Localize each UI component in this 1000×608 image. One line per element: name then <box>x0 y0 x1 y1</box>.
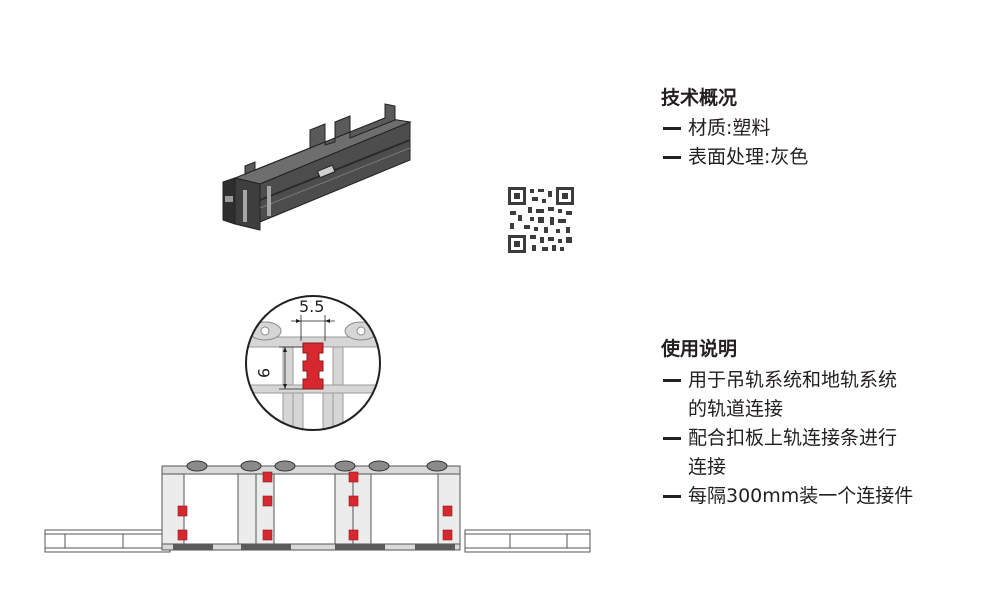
dash-bullet <box>663 495 681 498</box>
connector-detail-diagram <box>245 295 381 431</box>
dash-bullet <box>663 156 681 159</box>
width-dimension-label: 5.5 <box>299 297 325 316</box>
usage-title: 使用说明 <box>661 338 738 360</box>
usage-item-1-cont: 的轨道连接 <box>688 398 784 420</box>
dash-bullet <box>663 379 681 382</box>
dash-bullet <box>663 127 681 130</box>
usage-item-2-cont: 连接 <box>688 456 727 478</box>
qr-code-icon <box>508 187 574 253</box>
tech-overview-title: 技术概况 <box>661 87 738 109</box>
track-cross-section-diagram <box>44 460 591 553</box>
height-dimension-label: 9 <box>254 367 274 379</box>
dash-bullet <box>663 437 681 440</box>
connector-product-illustration <box>222 103 412 231</box>
